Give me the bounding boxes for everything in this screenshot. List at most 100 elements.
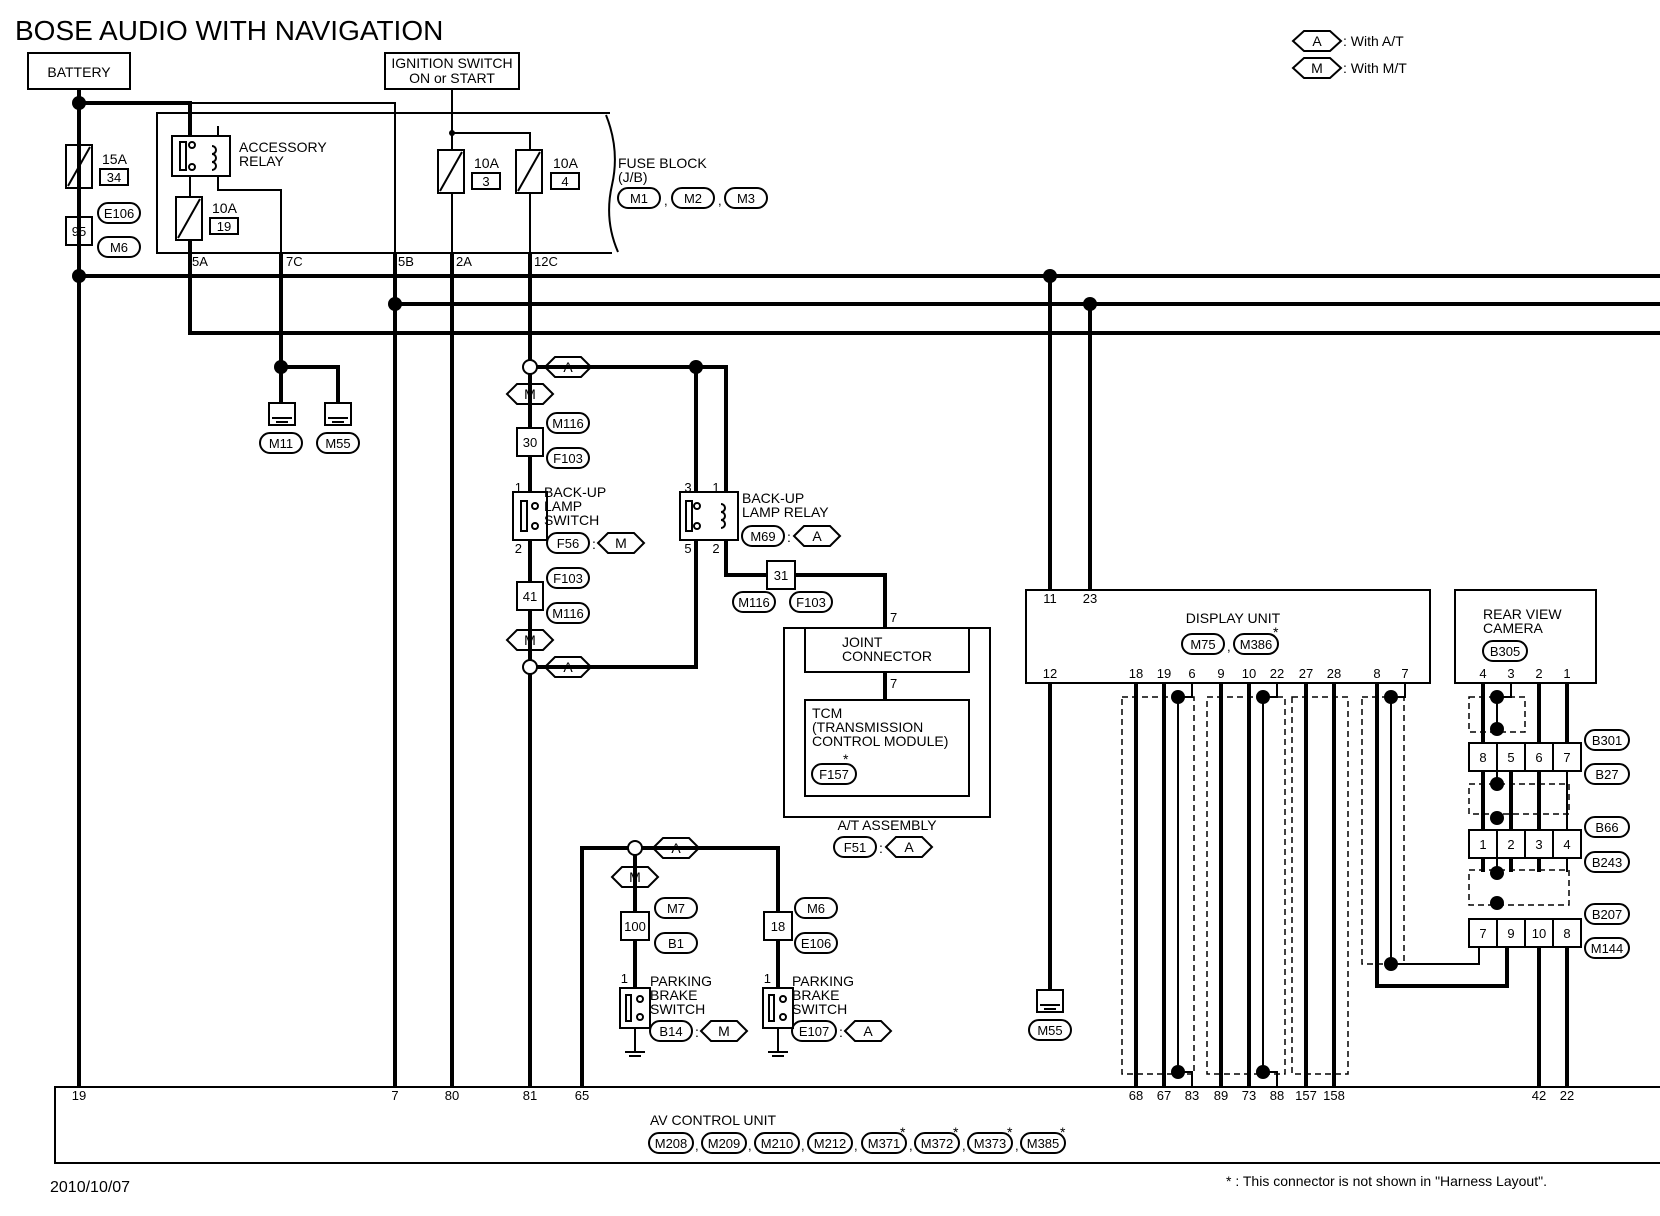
option-tag-icon [505, 629, 555, 651]
option-tag-icon [505, 383, 555, 405]
svg-text:M372: M372 [921, 1136, 954, 1151]
svg-text:11: 11 [1043, 591, 1057, 606]
svg-text:34: 34 [107, 170, 121, 185]
option-tag-icon [884, 836, 934, 858]
fuse-block-outline [156, 112, 612, 254]
svg-text:B27: B27 [1595, 767, 1618, 782]
svg-text:PARKING: PARKING [650, 973, 712, 989]
svg-text:B243: B243 [1592, 855, 1622, 870]
svg-text:BACK-UP: BACK-UP [544, 484, 606, 500]
svg-text:10: 10 [1242, 666, 1256, 681]
svg-text:31: 31 [774, 568, 788, 583]
svg-text:F103: F103 [553, 571, 583, 586]
svg-text:SWITCH: SWITCH [544, 512, 599, 528]
svg-text:8: 8 [1563, 926, 1570, 941]
svg-text:18: 18 [771, 919, 785, 934]
option-tag-icon [651, 837, 701, 859]
svg-text:83: 83 [1185, 1088, 1199, 1103]
svg-text:*: * [953, 1124, 959, 1140]
svg-text:7: 7 [890, 676, 897, 691]
camera-connector-row1: 8 5 6 7 [1468, 742, 1582, 772]
connector-tag [546, 447, 590, 469]
svg-text:M75: M75 [1190, 637, 1215, 652]
svg-text:19: 19 [72, 1088, 86, 1103]
svg-text:M386: M386 [1240, 637, 1273, 652]
svg-text:BRAKE: BRAKE [650, 987, 697, 1003]
svg-text:22: 22 [1560, 1088, 1574, 1103]
svg-text:M69: M69 [750, 529, 775, 544]
connector-31 [766, 560, 796, 590]
svg-text:5: 5 [684, 541, 691, 556]
svg-text:67: 67 [1157, 1088, 1171, 1103]
svg-text:M2: M2 [684, 191, 702, 206]
svg-text:E107: E107 [799, 1024, 829, 1039]
relay-contact-icon [179, 141, 187, 171]
parking-brake-switch-at: 1 PARKING BRAKE SWITCH E107 : A [762, 971, 893, 1042]
switch-contact-icon [520, 500, 528, 532]
svg-text:7: 7 [1479, 926, 1486, 941]
battery-box [27, 52, 131, 90]
svg-text:M55: M55 [1037, 1023, 1062, 1038]
relay-coil-icon [211, 145, 217, 171]
svg-text:65: 65 [575, 1088, 589, 1103]
svg-text:M: M [524, 386, 536, 402]
svg-text:A: A [812, 528, 822, 544]
svg-text:F103: F103 [796, 595, 826, 610]
legend-a-code: A [1312, 33, 1322, 49]
svg-text:LAMP RELAY: LAMP RELAY [742, 504, 829, 520]
svg-text:A: A [863, 1023, 873, 1039]
svg-text:7: 7 [391, 1088, 398, 1103]
svg-text:M373: M373 [974, 1136, 1007, 1151]
svg-text:,: , [695, 1138, 699, 1153]
svg-text:19: 19 [1157, 666, 1171, 681]
svg-text:*: * [1273, 624, 1279, 640]
svg-text:CONTROL MODULE): CONTROL MODULE) [812, 733, 948, 749]
svg-text:M6: M6 [807, 901, 825, 916]
svg-text:M3: M3 [737, 191, 755, 206]
svg-text:12: 12 [1043, 666, 1057, 681]
svg-text:A/T ASSEMBLY: A/T ASSEMBLY [837, 817, 937, 833]
svg-text:41: 41 [523, 589, 537, 604]
accessory-relay-line2: RELAY [239, 153, 285, 169]
svg-text:M: M [629, 869, 641, 885]
diagram-title: BOSE AUDIO WITH NAVIGATION [15, 15, 443, 46]
svg-text:M7: M7 [667, 901, 685, 916]
svg-text:M385: M385 [1027, 1136, 1060, 1151]
svg-text:73: 73 [1242, 1088, 1256, 1103]
svg-text:3: 3 [482, 174, 489, 189]
svg-text:30: 30 [523, 435, 537, 450]
svg-text:DISPLAY UNIT: DISPLAY UNIT [1186, 610, 1281, 626]
connector-tag [789, 591, 833, 613]
option-tag-icon [596, 532, 646, 554]
svg-text:42: 42 [1532, 1088, 1546, 1103]
svg-text:A: A [563, 659, 573, 675]
svg-text:,: , [718, 193, 722, 208]
ignition-line2: ON or START [409, 70, 495, 86]
option-tag-icon [1291, 30, 1343, 52]
option-tag-icon [610, 866, 660, 888]
svg-text:1: 1 [515, 480, 522, 495]
svg-text:M6: M6 [110, 240, 128, 255]
svg-text:BRAKE: BRAKE [792, 987, 839, 1003]
svg-text:1: 1 [712, 480, 719, 495]
av-unit-connectors: M208 , M209 , M210 , M212 , M371 * , M37… [648, 1124, 1066, 1154]
svg-text:M: M [524, 632, 536, 648]
svg-text:*: * [843, 751, 849, 767]
svg-text:M: M [615, 535, 627, 551]
svg-text:M: M [718, 1023, 730, 1039]
switch-contact-icon [768, 994, 775, 1022]
relay-contact-icon [685, 500, 693, 532]
svg-text:28: 28 [1327, 666, 1341, 681]
av-control-unit: 19 7 80 81 65 68 67 83 89 73 88 157 158 … [54, 1086, 1660, 1164]
option-tag-icon [1291, 57, 1343, 79]
svg-text:27: 27 [1299, 666, 1313, 681]
svg-text:B305: B305 [1490, 644, 1520, 659]
svg-text:1: 1 [621, 971, 628, 986]
svg-text:88: 88 [1270, 1088, 1284, 1103]
svg-text:,: , [854, 1138, 858, 1153]
fuse-10a-3: 10A 3 [437, 149, 501, 194]
fuse-block-break [605, 114, 619, 253]
svg-text:REAR VIEW: REAR VIEW [1483, 606, 1562, 622]
svg-text:PARKING: PARKING [792, 973, 854, 989]
ground-icon: M11 [259, 402, 303, 454]
